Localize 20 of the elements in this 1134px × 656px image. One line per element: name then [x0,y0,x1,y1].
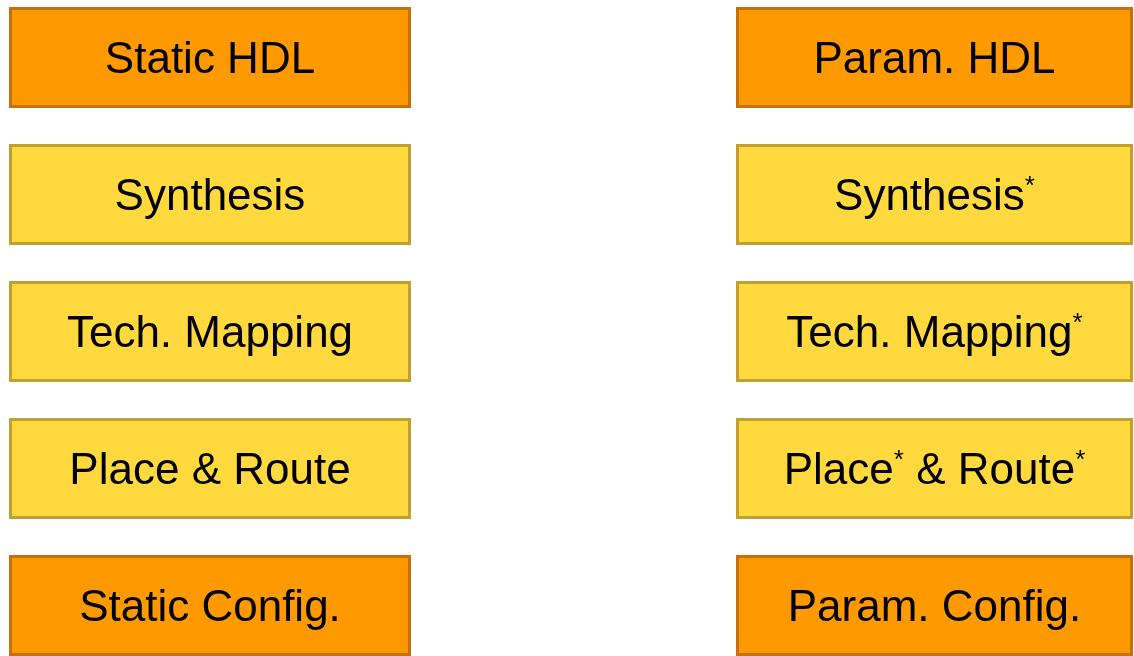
box-label: Place & Route [69,443,351,494]
input-output-box [9,555,411,656]
box-label: Param. HDL [813,32,1056,83]
box-label: Place$^{*}$ & Route$^{*}$ [783,443,1086,494]
process-box [736,281,1133,382]
process-box [9,418,411,519]
process-box [736,144,1133,245]
process-box [736,418,1133,519]
box-label: Tech. Mapping$^{*}$ [786,306,1083,357]
box-label: Param. Config. [787,580,1082,631]
process-box [9,281,411,382]
box-label: Synthesis [114,169,306,220]
box-label: Tech. Mapping [66,306,354,357]
process-box [9,144,411,245]
box-label: Static Config. [79,580,341,631]
box-label: Synthesis$^{*}$ [834,169,1035,220]
box-label: Static HDL [104,32,316,83]
input-output-box [736,555,1133,656]
input-output-box [736,7,1133,108]
input-output-box [9,7,411,108]
